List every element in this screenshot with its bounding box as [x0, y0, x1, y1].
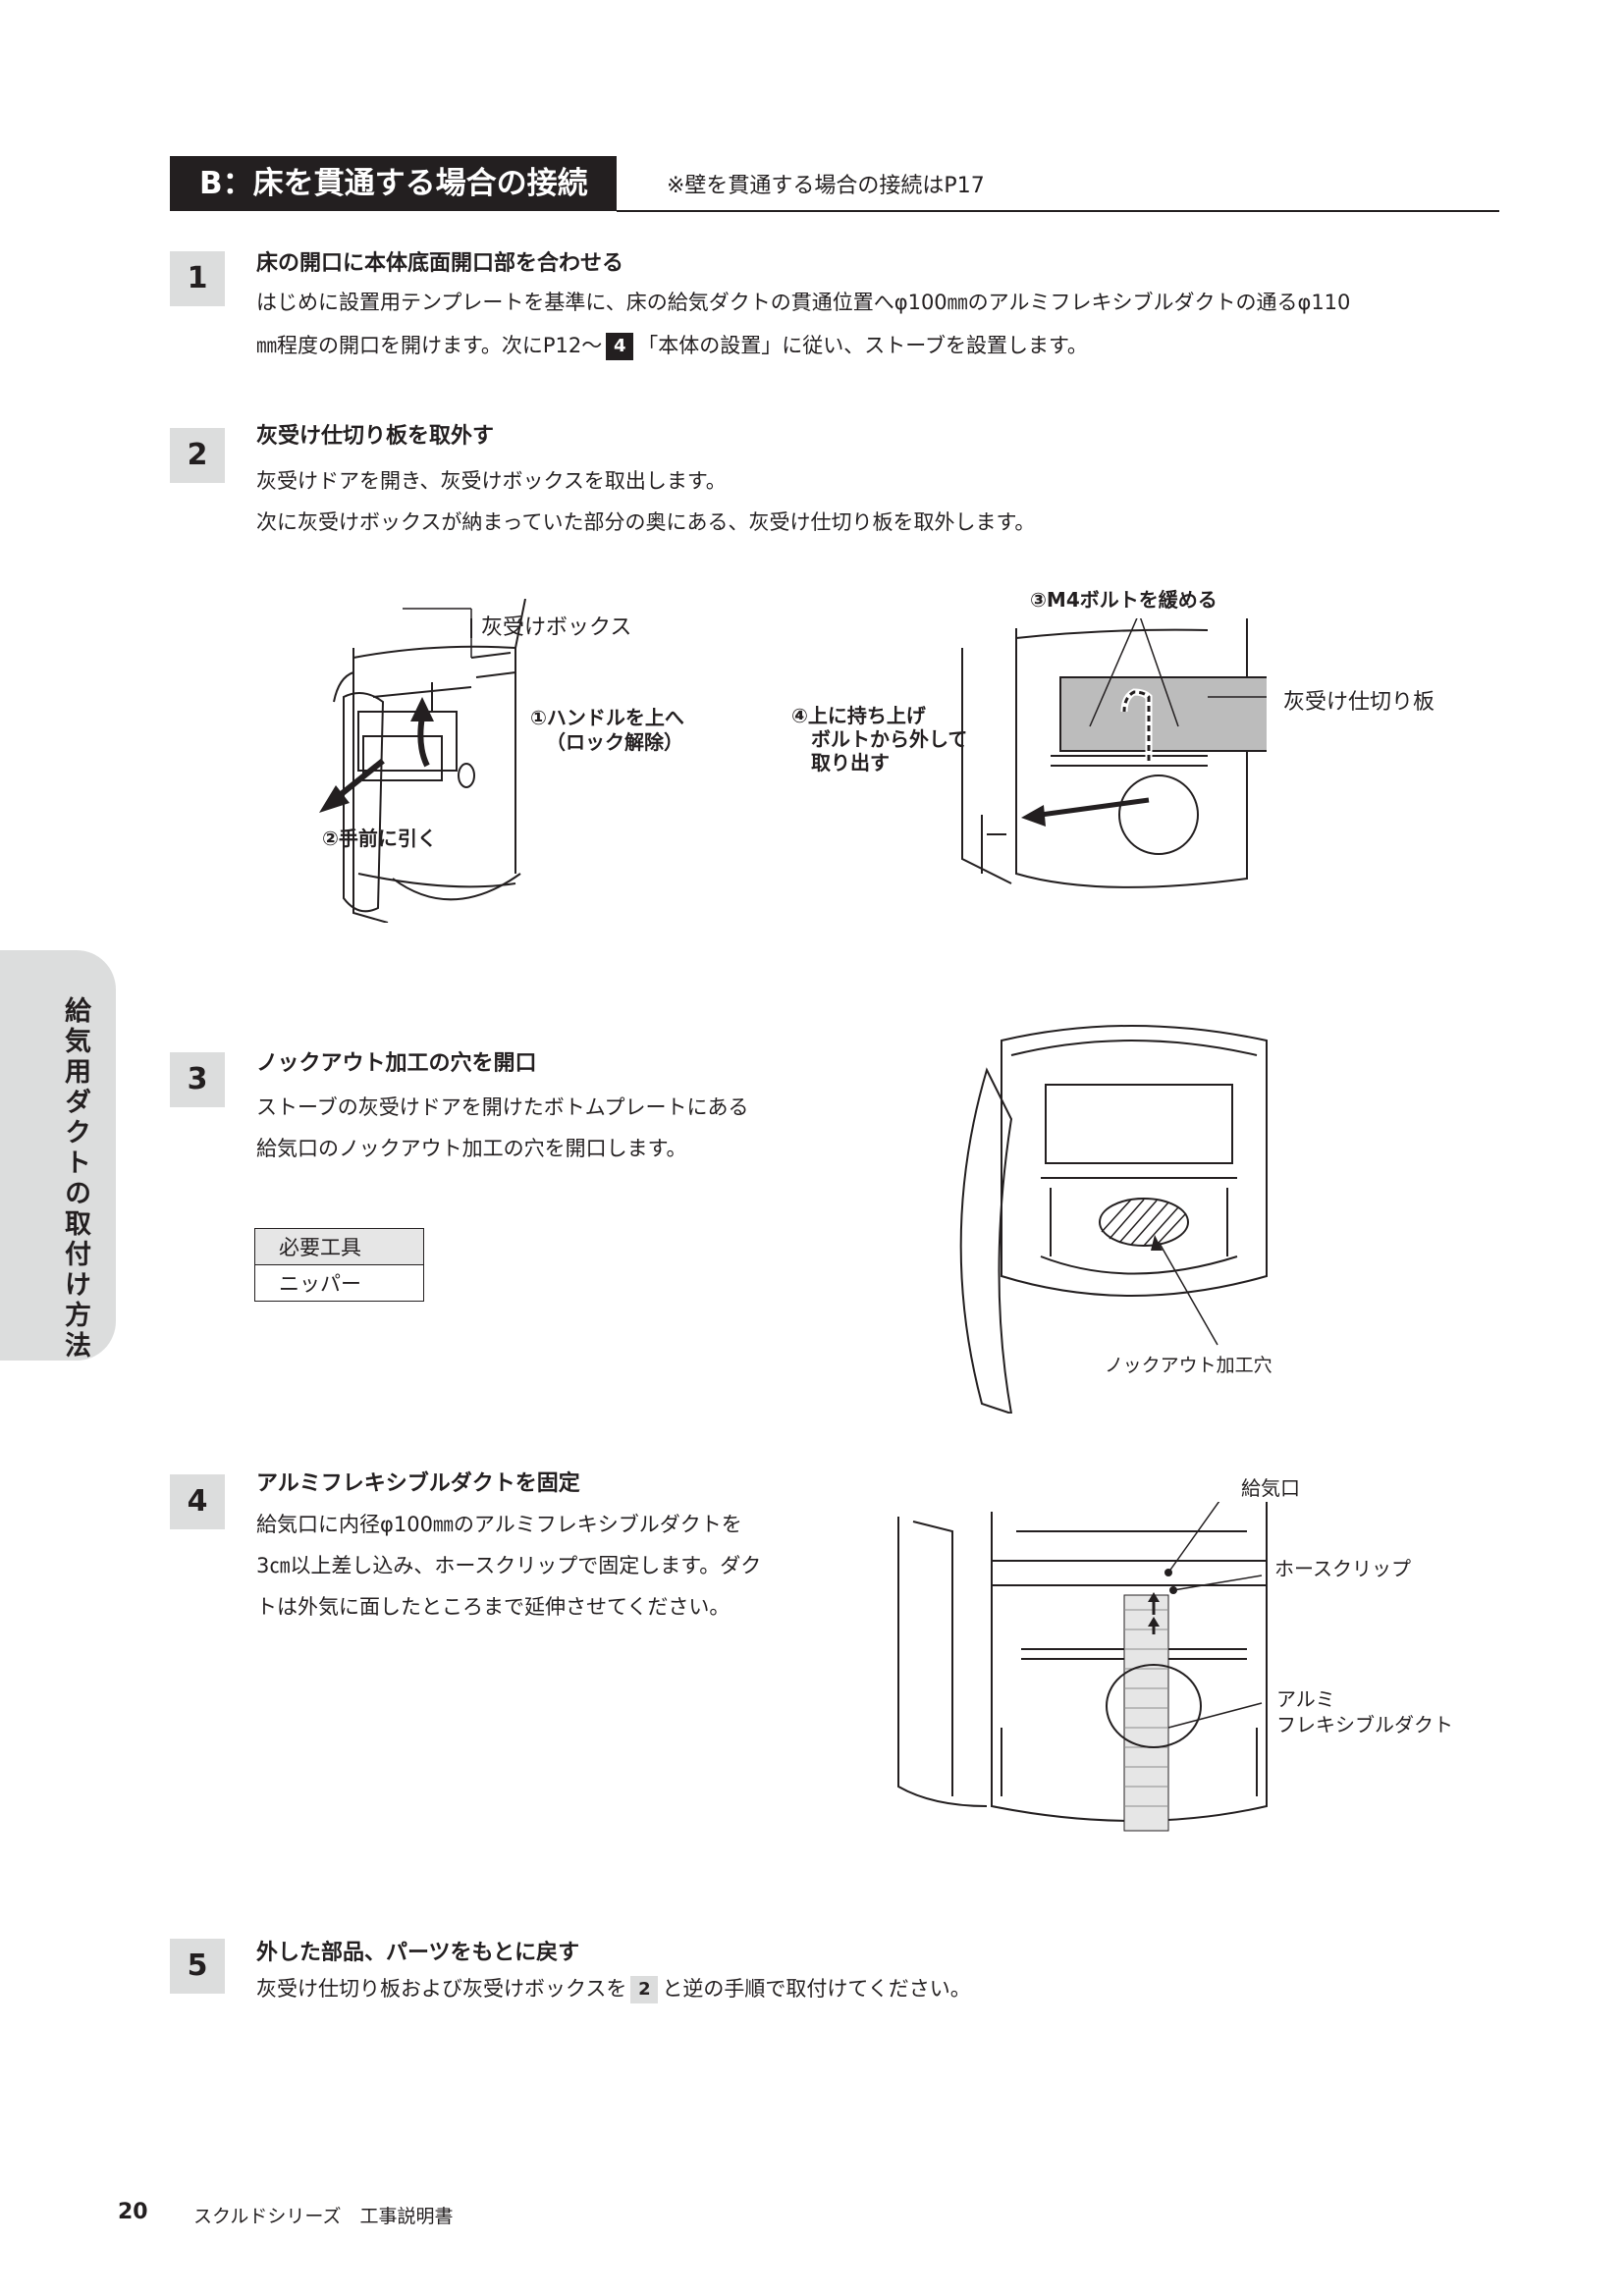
step-1-text-2a: ㎜程度の開口を開けます。次にP12～ [256, 334, 603, 357]
required-tool-item: ニッパー [254, 1264, 424, 1302]
step-1-number: 1 [170, 251, 225, 306]
label-partition-plate: 灰受け仕切り板 [1283, 690, 1435, 715]
step-1-text-1: はじめに設置用テンプレートを基準に、床の給気ダクトの貫通位置へφ100㎜のアルミ… [256, 291, 1351, 314]
label-lift-3: 取り出す [811, 751, 890, 774]
required-tools-table: 必要工具 ニッパー [254, 1228, 424, 1302]
label-duct-1: アルミ [1276, 1687, 1335, 1711]
step-2-title: 灰受け仕切り板を取外す [256, 424, 495, 449]
section-label: B：床を貫通する場合の接続 [170, 156, 617, 211]
step-3-text-1: ストーブの灰受けドアを開けたボトムプレートにある [256, 1095, 749, 1119]
label-handle-up: ①ハンドルを上へ [530, 706, 684, 729]
step-3-text-2: 給気口のノックアウト加工の穴を開口します。 [256, 1137, 687, 1160]
step-1-text-2b: 「本体の設置」に従い、ストーブを設置します。 [637, 334, 1088, 357]
step-4-title: アルミフレキシブルダクトを固定 [256, 1471, 580, 1496]
step-5-number: 5 [170, 1939, 225, 1994]
label-lift-1: ④上に持ち上げ [791, 704, 926, 727]
label-ash-box: 灰受けボックス [481, 615, 632, 640]
step-2-number: 2 [170, 428, 225, 483]
label-knockout-hole: ノックアウト加工穴 [1105, 1355, 1272, 1376]
side-tab [0, 950, 116, 1361]
step-2-text-2: 次に灰受けボックスが納まっていた部分の奥にある、灰受け仕切り板を取外します。 [256, 510, 1036, 534]
side-tab-label: 給気用ダクトの取付け方法 [60, 996, 90, 1362]
step-3-title: ノックアウト加工の穴を開口 [256, 1051, 537, 1076]
required-tools-header: 必要工具 [254, 1228, 424, 1265]
step-5-text-1a: 灰受け仕切り板および灰受けボックスを [256, 1977, 627, 2001]
step-4-number: 4 [170, 1474, 225, 1529]
label-air-inlet: 給気口 [1241, 1476, 1300, 1500]
label-lock-release: （ロック解除） [546, 730, 683, 754]
step-4-text-3: トは外気に面したところまで延伸させてください。 [256, 1595, 731, 1619]
step-1-title: 床の開口に本体底面開口部を合わせる [256, 251, 624, 276]
step-1-text-2: ㎜程度の開口を開けます。次にP12～4「本体の設置」に従い、ストーブを設置します… [256, 324, 1088, 367]
step-ref-badge: 4 [606, 333, 634, 360]
label-hose-clip: ホースクリップ [1274, 1557, 1411, 1580]
step-ref-badge: 2 [630, 1976, 659, 2003]
section-rule [617, 210, 1499, 212]
step-4-text-2: 3㎝以上差し込み、ホースクリップで固定します。ダク [256, 1554, 762, 1577]
step-2-text-1: 灰受けドアを開き、灰受けボックスを取出します。 [256, 469, 727, 493]
ash-box-removal-illustration [319, 599, 526, 923]
partition-plate-illustration [961, 618, 1267, 888]
step-5-text-1b: と逆の手順で取付けてください。 [662, 1977, 971, 2001]
label-duct-2: フレキシブルダクト [1276, 1713, 1453, 1736]
section-note: ※壁を貫通する場合の接続はP17 [667, 174, 985, 198]
flexible-duct-illustration [897, 1502, 1268, 1832]
label-loosen-bolt: ③M4ボルトを緩める [1030, 588, 1218, 612]
manual-title: スクルドシリーズ 工事説明書 [193, 2206, 454, 2227]
knockout-hole-illustration [959, 1025, 1268, 1414]
step-3-number: 3 [170, 1052, 225, 1107]
page-number: 20 [118, 2200, 148, 2224]
step-5-title: 外した部品、パーツをもとに戻す [256, 1941, 580, 1965]
label-lift-2: ボルトから外して [811, 727, 968, 751]
label-pull-forward: ②手前に引く [322, 827, 437, 850]
step-4-text-1: 給気口に内径φ100㎜のアルミフレキシブルダクトを [256, 1513, 742, 1536]
